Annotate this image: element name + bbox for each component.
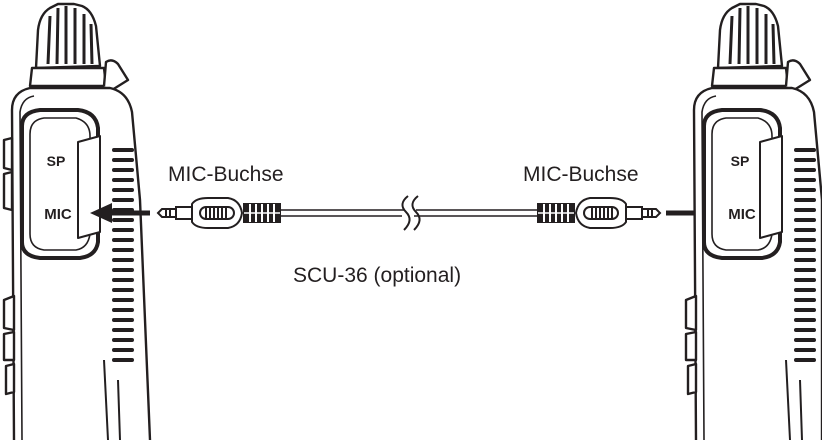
- left-sp-label: SP: [47, 153, 66, 169]
- right-plug: [537, 197, 662, 229]
- left-radio-grille: [112, 148, 134, 362]
- right-radio: [684, 2, 822, 441]
- left-plug: [156, 197, 281, 229]
- left-radio-knob: [28, 2, 108, 88]
- cable: [280, 195, 538, 231]
- left-mic-label: MIC: [44, 206, 72, 223]
- right-mic-label: MIC: [728, 206, 756, 223]
- right-sp-label: SP: [731, 153, 750, 169]
- left-radio: [2, 2, 152, 441]
- right-radio-knob: [710, 2, 790, 88]
- left-connector-label: MIC-Buchse: [168, 163, 284, 186]
- cable-label: SCU-36 (optional): [293, 264, 461, 287]
- left-arrow: [90, 203, 150, 223]
- right-radio-grille: [794, 148, 816, 362]
- right-connector-label: MIC-Buchse: [523, 163, 639, 186]
